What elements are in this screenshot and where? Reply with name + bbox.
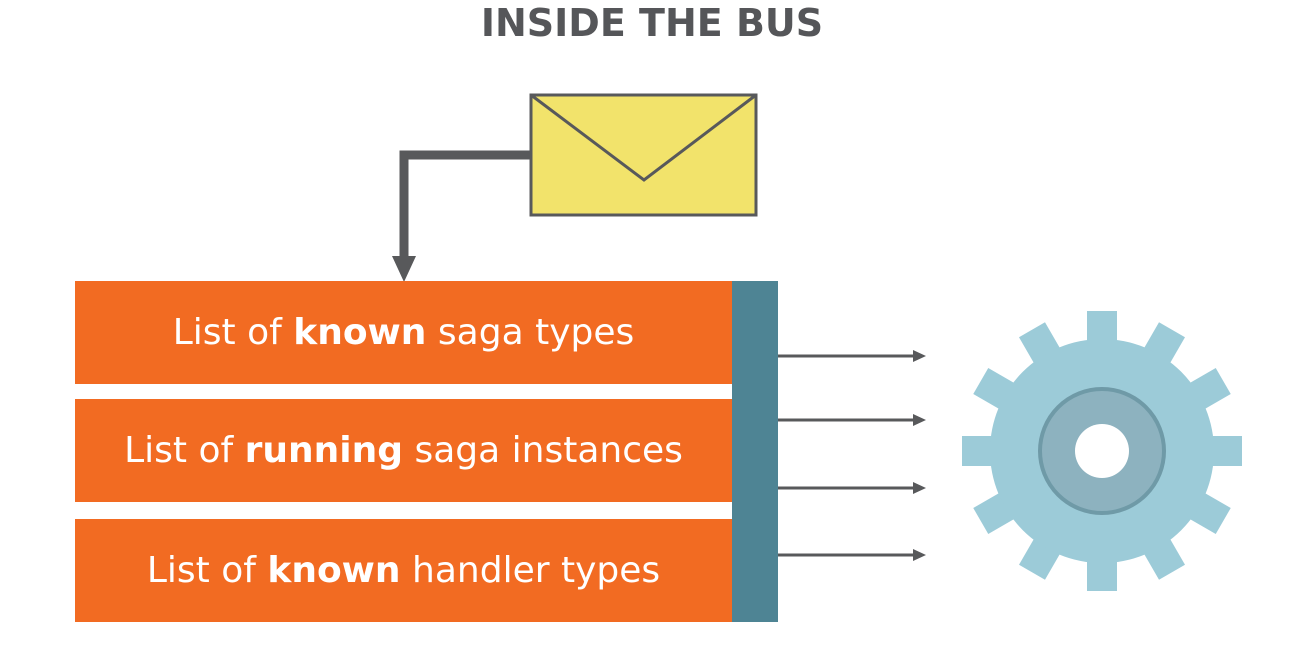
row-emphasis: running: [244, 430, 404, 471]
row-suffix: handler types: [412, 550, 661, 591]
running-saga-instances-box: [75, 399, 732, 502]
row-suffix: saga types: [437, 312, 635, 353]
bus-output-arrows: [778, 350, 926, 561]
envelope-icon: [529, 93, 758, 217]
connector-arrowhead: [392, 256, 416, 282]
gear-hole: [1075, 424, 1129, 478]
known-saga-types-box: [75, 281, 732, 384]
row-known-saga-types: List of known saga types: [75, 281, 732, 384]
row-prefix: List of: [124, 430, 234, 471]
row-suffix: saga instances: [414, 430, 683, 471]
diagram-title: INSIDE THE BUS: [480, 1, 824, 45]
row-running-saga-instances: List of running saga instances: [75, 399, 732, 502]
row-emphasis: known: [267, 550, 401, 591]
gear-icon: [962, 311, 1242, 591]
bus-bar: [732, 281, 778, 622]
row-known-handler-types: List of known handler types: [75, 519, 732, 622]
envelope-connector-line: [399, 150, 531, 258]
known-handler-types-box: [75, 519, 732, 622]
row-prefix: List of: [172, 312, 282, 353]
row-prefix: List of: [146, 550, 256, 591]
row-emphasis: known: [293, 312, 427, 353]
